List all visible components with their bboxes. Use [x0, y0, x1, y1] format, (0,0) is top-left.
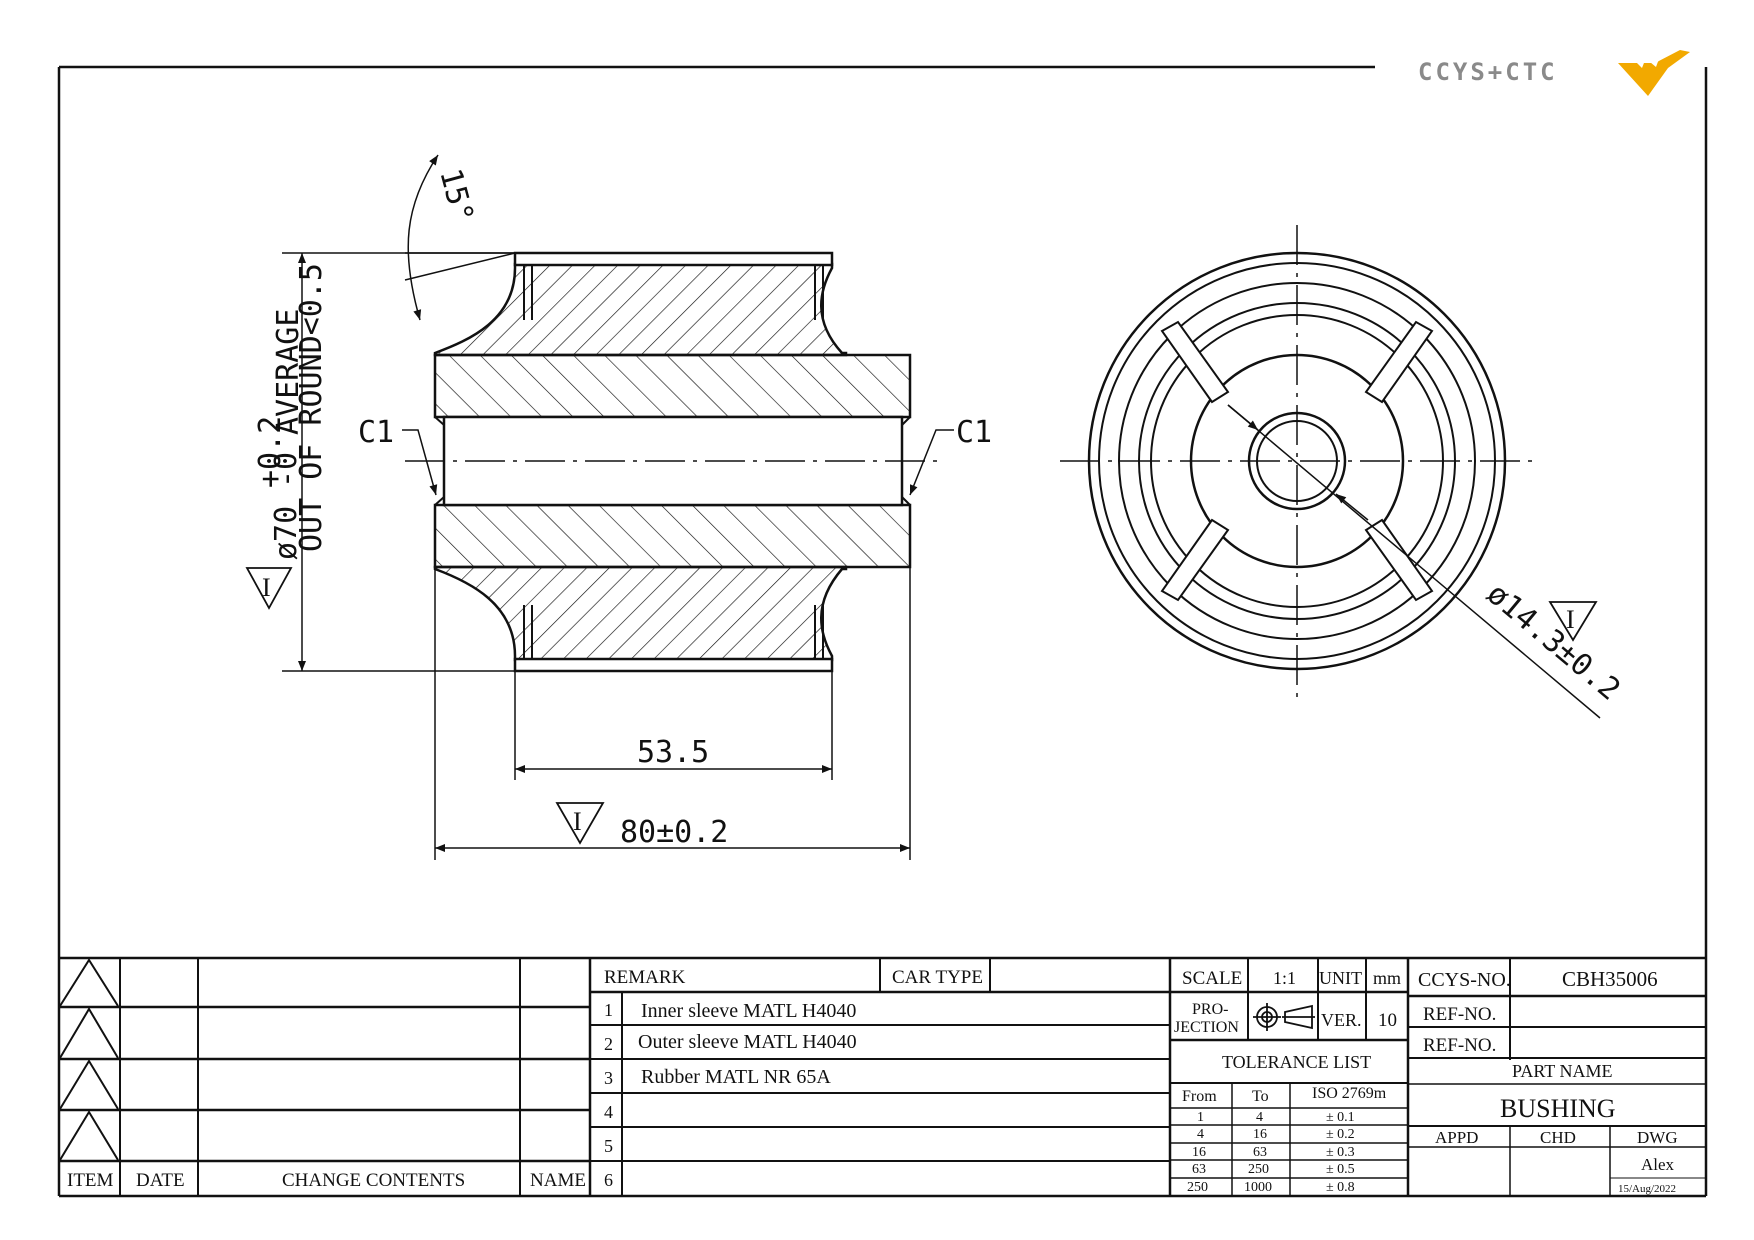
part-name-label: PART NAME [1512, 1061, 1612, 1081]
svg-text:To: To [1252, 1088, 1269, 1105]
svg-text:I: I [262, 573, 271, 602]
inspection-triangle-icon [1548, 601, 1598, 642]
revision-triangle-icon [59, 1110, 119, 1161]
title-block [1408, 958, 1706, 1196]
ccys-no-value: CBH35006 [1562, 967, 1658, 991]
projection-label: PRO- [1192, 1001, 1228, 1018]
car-type-label: CAR TYPE [892, 967, 983, 988]
end-view: ø14.3±0.2 I [1060, 225, 1627, 719]
revision-triangle-icon [59, 958, 119, 1007]
scale-block [1170, 958, 1410, 1196]
logo-text: CCYS+CTC [1418, 58, 1558, 86]
logo-mark-icon [1618, 50, 1690, 96]
ver-value: 10 [1378, 1010, 1397, 1031]
revision-header-item: ITEM [67, 1170, 114, 1191]
projection-symbol-icon [1253, 1003, 1315, 1031]
section-view [405, 251, 940, 673]
svg-text:1000: 1000 [1244, 1180, 1272, 1195]
remark-no: 2 [604, 1034, 613, 1054]
svg-text:± 0.3: ± 0.3 [1326, 1145, 1355, 1160]
remark-no: 1 [604, 1000, 613, 1020]
svg-text:4: 4 [1256, 1110, 1263, 1125]
svg-text:4: 4 [1197, 1127, 1204, 1142]
svg-text:63: 63 [1192, 1162, 1206, 1177]
svg-text:± 0.2: ± 0.2 [1326, 1127, 1355, 1142]
rubber-body-upper [433, 262, 848, 357]
revision-header-date: DATE [136, 1170, 185, 1191]
projection-label-2: JECTION [1174, 1019, 1239, 1036]
ver-label: VER. [1321, 1010, 1362, 1030]
outer-sleeve-top [513, 251, 834, 267]
angle-label: 15° [432, 165, 480, 226]
unit-label: UNIT [1319, 968, 1362, 988]
remark-block [590, 958, 1172, 1196]
remark-no: 6 [604, 1170, 613, 1190]
inner-diameter-label: ø14.3±0.2 [1480, 576, 1627, 707]
unit-value: mm [1373, 968, 1401, 988]
remark-no: 5 [604, 1136, 613, 1156]
revision-block [59, 958, 592, 1196]
svg-text:16: 16 [1192, 1145, 1206, 1160]
inner-sleeve-lower [433, 503, 912, 569]
dimensions-section: 15° ø70 +0.2 -0 AVERAGE OUT OF ROUND<0.5… [245, 154, 992, 860]
remark-text: Outer sleeve MATL H4040 [638, 1031, 857, 1053]
svg-text:63: 63 [1253, 1145, 1267, 1160]
svg-text:± 0.5: ± 0.5 [1326, 1162, 1355, 1177]
dwg-label: DWG [1637, 1128, 1678, 1147]
svg-text:16: 16 [1253, 1127, 1267, 1142]
drawing-frame [57, 65, 1708, 1198]
revision-header-change: CHANGE CONTENTS [282, 1170, 465, 1191]
remark-text: Rubber MATL NR 65A [641, 1066, 831, 1088]
svg-text:I: I [573, 807, 582, 836]
out-of-round-label: OUT OF ROUND<0.5 [294, 263, 329, 552]
revision-triangle-icon [59, 1007, 119, 1059]
part-name-value: BUSHING [1500, 1094, 1616, 1123]
chd-label: CHD [1540, 1128, 1576, 1147]
dwg-value: Alex [1641, 1155, 1675, 1174]
scale-value: 1:1 [1273, 968, 1296, 988]
drawing-date: 15/Aug/2022 [1618, 1183, 1676, 1195]
scale-label: SCALE [1182, 968, 1242, 989]
appd-label: APPD [1435, 1128, 1478, 1147]
svg-text:± 0.8: ± 0.8 [1326, 1180, 1355, 1195]
outer-diameter-tol-lower: -0 [269, 452, 304, 488]
remark-header: REMARK [604, 967, 686, 988]
remark-no: 3 [604, 1068, 613, 1088]
revision-header-name: NAME [530, 1170, 586, 1191]
inner-length-label: 53.5 [637, 735, 709, 770]
rubber-body-lower [433, 565, 848, 662]
inspection-triangle-icon [555, 802, 605, 845]
average-label: AVERAGE [271, 309, 306, 435]
chamfer-left-label: C1 [358, 415, 394, 450]
revision-triangle-icon [59, 1059, 119, 1110]
ccys-no-label: CCYS-NO. [1418, 969, 1511, 991]
svg-text:250: 250 [1248, 1162, 1269, 1177]
outer-diameter-tol-upper: +0.2 [253, 416, 288, 488]
ref-no-label: REF-NO. [1423, 1004, 1496, 1025]
outer-sleeve-bottom [513, 657, 834, 673]
svg-text:250: 250 [1187, 1180, 1208, 1195]
svg-text:1: 1 [1197, 1110, 1204, 1125]
svg-text:I: I [1566, 605, 1575, 634]
chamfer-right-label: C1 [956, 415, 992, 450]
ref-no-label-2: REF-NO. [1423, 1035, 1496, 1056]
remark-text: Inner sleeve MATL H4040 [641, 1000, 856, 1022]
company-logo: CCYS+CTC [1418, 49, 1690, 96]
outer-diameter-label: ø70 [269, 506, 304, 560]
svg-text:ISO 2769m: ISO 2769m [1312, 1085, 1387, 1102]
total-length-label: 80±0.2 [620, 815, 728, 850]
inspection-triangle-icon [245, 567, 293, 610]
inner-sleeve-upper [433, 353, 912, 419]
svg-text:± 0.1: ± 0.1 [1326, 1110, 1355, 1125]
svg-text:From: From [1182, 1088, 1217, 1105]
tolerance-title: TOLERANCE LIST [1222, 1052, 1371, 1072]
remark-no: 4 [604, 1102, 613, 1122]
